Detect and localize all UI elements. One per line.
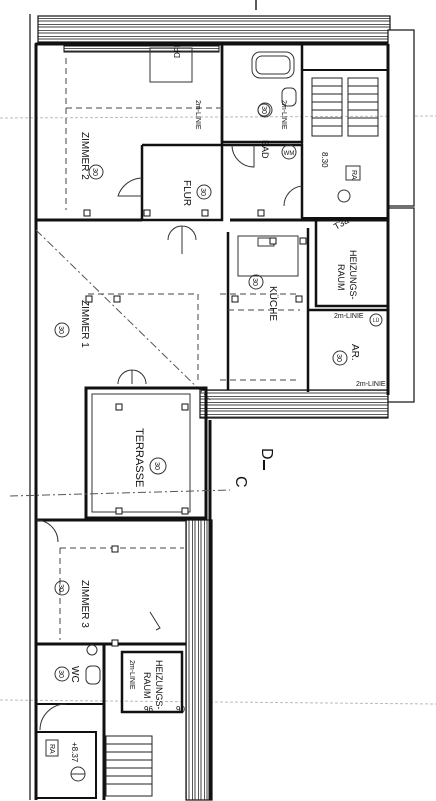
two-m-line-label-1: 2m-LINIE [194, 100, 201, 130]
terrasse-num-circle [149, 457, 167, 475]
flur-num-circle [196, 184, 212, 200]
heizungsraum-bottom-outline [120, 650, 184, 714]
terrasse-num: 30 [153, 462, 160, 470]
section-d-label: D [258, 448, 275, 460]
heizungsraum-top-outline [314, 218, 390, 308]
kuche-num: 30 [251, 278, 258, 286]
two-m-line-label-3: 2m-LINIE [334, 313, 364, 320]
lu-label: LÜ [373, 317, 380, 324]
terrasse-label: TERRASSE [133, 428, 145, 487]
bath-toilet [281, 87, 297, 107]
zimmer-2-num-circle [88, 164, 104, 180]
wc-num-circle [54, 666, 70, 682]
diagonal-zimmer1 [35, 229, 211, 401]
flur-num: 30 [199, 188, 206, 196]
section-c-label: C [232, 476, 249, 488]
lu-circle [369, 313, 383, 327]
ra-top-box [345, 165, 361, 181]
wm-label: WM [284, 151, 295, 157]
two-m-line-label-2: 2m-LINIE [280, 100, 287, 130]
section-line [9, 489, 231, 497]
zimmer-3-num-circle [54, 580, 70, 596]
heizungsraum-bottom-line1: HEIZUNGS- [154, 660, 164, 710]
door-terrasse [117, 369, 147, 385]
scan-line-bottom [0, 699, 436, 705]
roof-eave-middle [199, 389, 389, 419]
wc-label: WC [69, 666, 80, 683]
zimmer-2-label: ZIMMER 2 [79, 132, 90, 180]
level-bottom: +8.37 [70, 742, 79, 763]
bad-num: 30 [260, 106, 267, 114]
door-lower-landing [39, 703, 67, 731]
dim-90: 90 [176, 705, 185, 714]
zimmer-1-num: 30 [57, 326, 64, 334]
ar-num: 30 [335, 354, 342, 362]
wc-sink [86, 644, 98, 656]
zimmer-3-walls [36, 518, 186, 800]
scan-line-top [0, 115, 436, 119]
two-m-line-zimmer1 [88, 293, 300, 381]
roof-eave-top [37, 15, 391, 43]
ar-num-circle [332, 350, 348, 366]
dff-label: DFF [173, 42, 182, 58]
door-stair [283, 185, 303, 207]
two-m-line-label-4: 2m-LINIE [356, 381, 386, 388]
two-m-line-label-5: 2m-LINIE [128, 660, 135, 690]
zimmer-3-label: ZIMMER 3 [79, 580, 90, 628]
dff-skylight [149, 47, 193, 83]
column-markers [83, 209, 307, 647]
ra-top-label: RA [350, 170, 357, 180]
bathtub [251, 51, 295, 79]
flur-walls [140, 143, 304, 220]
roof-eave-right [185, 519, 213, 801]
zimmer-1-num-circle [54, 322, 70, 338]
level-top: 8.30 [320, 152, 329, 168]
wc-num: 30 [57, 670, 64, 678]
wm-circle [281, 144, 297, 160]
kitchen-counter [237, 235, 299, 277]
terrasse-outline [84, 386, 208, 520]
entry-arrow [149, 611, 161, 631]
terrasse-inner [91, 393, 191, 513]
heizungsraum-bottom-line2: RAUM [142, 672, 152, 699]
kuche-num-circle [248, 274, 264, 290]
dim-96: 96 [144, 705, 153, 714]
staircase-upper [311, 77, 379, 137]
heizungsraum-top-line1: HEIZUNGS- [348, 250, 358, 300]
door-bad [231, 144, 255, 168]
two-m-line-zimmer3 [59, 547, 184, 640]
door-double-zimmer1 [167, 225, 197, 254]
level-marker-top [337, 189, 351, 203]
door-zimmer2 [117, 177, 143, 197]
bathtub-inner [255, 55, 291, 75]
staircase-lower [105, 735, 153, 797]
bad-num-circle [257, 102, 273, 118]
heizungsraum-top-line2: RAUM [336, 264, 346, 291]
flur-label: FLUR [181, 180, 192, 206]
wc-toilet [85, 665, 101, 685]
zimmer-2-outline [34, 42, 224, 222]
ra-bottom-box [45, 739, 59, 757]
bad-outline [220, 42, 304, 144]
window-top-z2 [63, 45, 220, 53]
door-zimmer3 [35, 519, 59, 543]
zimmer-3-num: 30 [57, 584, 64, 592]
zimmer-2-num: 30 [91, 168, 98, 176]
zimmer-1-label: ZIMMER 1 [79, 300, 90, 348]
bad-label: BAD [260, 140, 270, 159]
kuche-label: KÜCHE [267, 286, 279, 321]
stair-hall-outline [301, 69, 389, 219]
stair-landing-lower [35, 731, 97, 799]
ar-label: AR. [349, 344, 360, 361]
wall-right-upper [387, 29, 415, 207]
wall-right-lower [387, 207, 415, 403]
ra-bottom-label: RA [48, 744, 55, 754]
